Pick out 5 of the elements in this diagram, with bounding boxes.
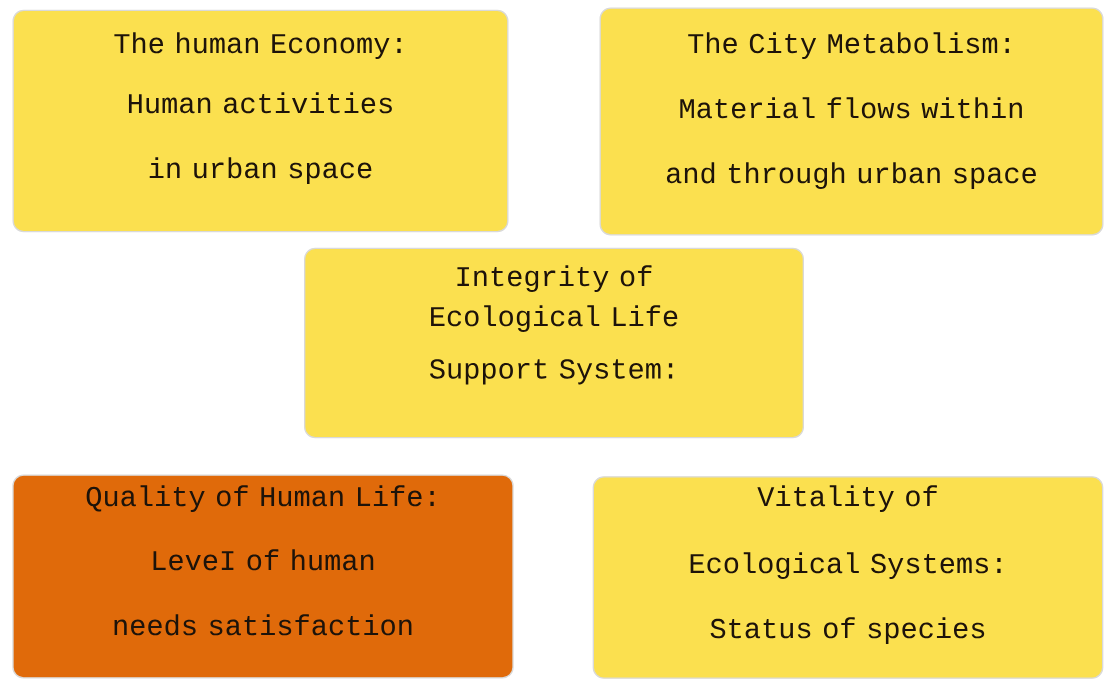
- text-box: The City Metabolism: Material flows within and through urban space: [599, 7, 1104, 236]
- text-box: Quality of Human Life: LeveI of human needs satisfaction: [12, 474, 514, 679]
- text-box: Integrity of Ecological Life Support System:: [304, 247, 804, 439]
- text-box: The human Economy: Human activities in urban space: [12, 9, 509, 233]
- text-box: Vitality of Ecological Systems: Status of species: [592, 476, 1104, 679]
